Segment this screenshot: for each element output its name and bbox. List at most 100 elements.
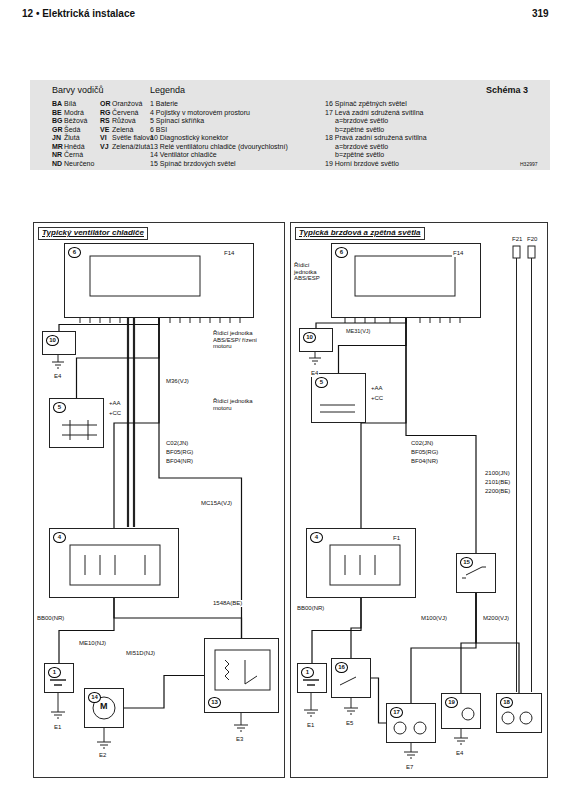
wire-label: E1	[53, 724, 62, 731]
wire-colour-code: Červená	[112, 109, 138, 117]
callout-number: 18	[500, 697, 513, 708]
wire-label: 2100(JN)	[484, 470, 511, 477]
wire-colour-code: VI	[100, 134, 107, 142]
wire-label: BF04(NR)	[165, 458, 194, 465]
legend-panel	[30, 80, 550, 170]
wire-label: Řídicí jednotka ABS/ESP	[293, 262, 331, 282]
wire-colour-code: Bílá	[64, 100, 76, 108]
wire-connector	[361, 318, 406, 528]
bsi-unit: 6 F14	[331, 243, 481, 318]
wire-label: E3	[235, 736, 244, 743]
callout-number: 16	[335, 662, 348, 673]
legend-item: 6 BSI	[150, 126, 167, 134]
rear-lamp: 17	[386, 703, 436, 743]
wire-colour-code: OR	[100, 100, 111, 108]
callout-number: 15	[460, 557, 473, 568]
wire-colour-code: BG	[52, 117, 63, 125]
fan-relay: 13	[204, 638, 279, 713]
wire-label: C02(JN)	[410, 440, 434, 447]
wire-connector	[124, 676, 204, 709]
figure-code: H32997	[520, 162, 538, 168]
wire-label: BF05(RG)	[410, 449, 439, 456]
battery: 1	[44, 663, 74, 693]
lamp-bulb	[394, 722, 406, 734]
legend-item: 10 Diagnostický konektor	[150, 134, 228, 142]
component-label: M	[100, 702, 108, 712]
relay-coil	[225, 660, 257, 684]
callout-number: 10	[46, 335, 59, 346]
relay-body	[215, 650, 270, 690]
wire-label: E5	[345, 720, 354, 727]
wire-label: +CC	[370, 395, 384, 402]
wire-label: +AA	[108, 400, 122, 407]
legend-item: 19 Horní brzdové světlo	[325, 160, 399, 168]
wire-label: 2200(BE)	[484, 488, 511, 495]
callout-number: 5	[315, 377, 328, 388]
wire-label: Řídicí jednotka motoru	[212, 398, 274, 411]
diagnostic-connector: 10	[299, 328, 333, 352]
cooling-fan: 14M	[84, 688, 124, 728]
fuse-f21	[513, 246, 520, 258]
wire-colour-code: VJ	[100, 143, 109, 151]
callout-number: 1	[48, 667, 61, 678]
wire-connector	[77, 318, 160, 398]
battery-plates	[303, 680, 319, 685]
brake-light-switch: 15	[456, 553, 496, 593]
wire	[517, 258, 532, 692]
callout-number: 6	[335, 247, 348, 258]
wire-label: BB00(NR)	[296, 605, 325, 612]
wire-label: +AA	[370, 385, 384, 392]
ground-symbol	[344, 698, 358, 714]
wire-colour-code: Oranžová	[112, 100, 142, 108]
fuse-block	[330, 545, 400, 585]
callout-number: 19	[445, 697, 458, 708]
wire-colour-code: RS	[100, 117, 110, 125]
wire-colour-code: Žlutá	[64, 134, 80, 142]
legend-item: 17 Levá zadní sdružená svítilna	[325, 109, 423, 117]
legend-item: b=zpětné světlo	[335, 126, 384, 134]
wire-connector	[59, 318, 159, 331]
wire-connector	[114, 318, 159, 528]
legend-item: 14 Ventilátor chladiče	[150, 151, 217, 159]
switch-contacts	[62, 420, 97, 440]
component-label: F14	[452, 250, 464, 257]
callout-number: 1	[301, 667, 314, 678]
legend-item: 5 Spínací skříňka	[150, 117, 204, 125]
component-label: F1	[392, 535, 401, 542]
wire-colour-code: JN	[52, 134, 61, 142]
callout-number: 4	[310, 532, 323, 543]
wire-colour-code: ND	[52, 160, 62, 168]
wire-colour-code: Světle fialová	[112, 134, 154, 142]
wire-colour-code: Zelená/žlutá	[112, 143, 150, 151]
page-header: 319	[532, 8, 549, 19]
fuse-f20	[528, 246, 535, 258]
callout-number: 10	[303, 332, 316, 343]
fuse-block	[70, 545, 160, 585]
wire-label: E4	[310, 370, 319, 377]
wire-connector	[476, 593, 519, 693]
wire-label: BF04(NR)	[410, 458, 439, 465]
callout-number: 13	[208, 697, 221, 708]
ground-symbol	[304, 693, 318, 716]
wire-connector	[339, 318, 407, 373]
wire-label: M100(VJ)	[420, 615, 448, 622]
callout-number: 6	[68, 247, 81, 258]
callout-number: 17	[390, 707, 403, 718]
ground-symbol	[52, 355, 64, 368]
wire-colour-code: RG	[100, 109, 111, 117]
lamp-bulb	[414, 722, 426, 734]
bsi-unit: 6F14	[64, 243, 254, 318]
legend-item: a=brzdové světlo	[335, 117, 388, 125]
fuses	[345, 555, 375, 575]
wire-connector	[371, 678, 386, 723]
wire-label: BF05(RG)	[165, 449, 194, 456]
fuse-box: 4	[49, 528, 179, 598]
wire-colour-code: VE	[100, 126, 109, 134]
wire-connector	[159, 318, 242, 638]
legend-item: 18 Pravá zadní sdružená svítilna	[325, 134, 427, 142]
wire-label: 2101(BE)	[484, 479, 511, 486]
wire-colour-code: NR	[52, 151, 62, 159]
ground-symbol	[404, 743, 418, 758]
wire-colour-code: Růžová	[112, 117, 136, 125]
wire-colour-code: Hnědá	[64, 143, 85, 151]
